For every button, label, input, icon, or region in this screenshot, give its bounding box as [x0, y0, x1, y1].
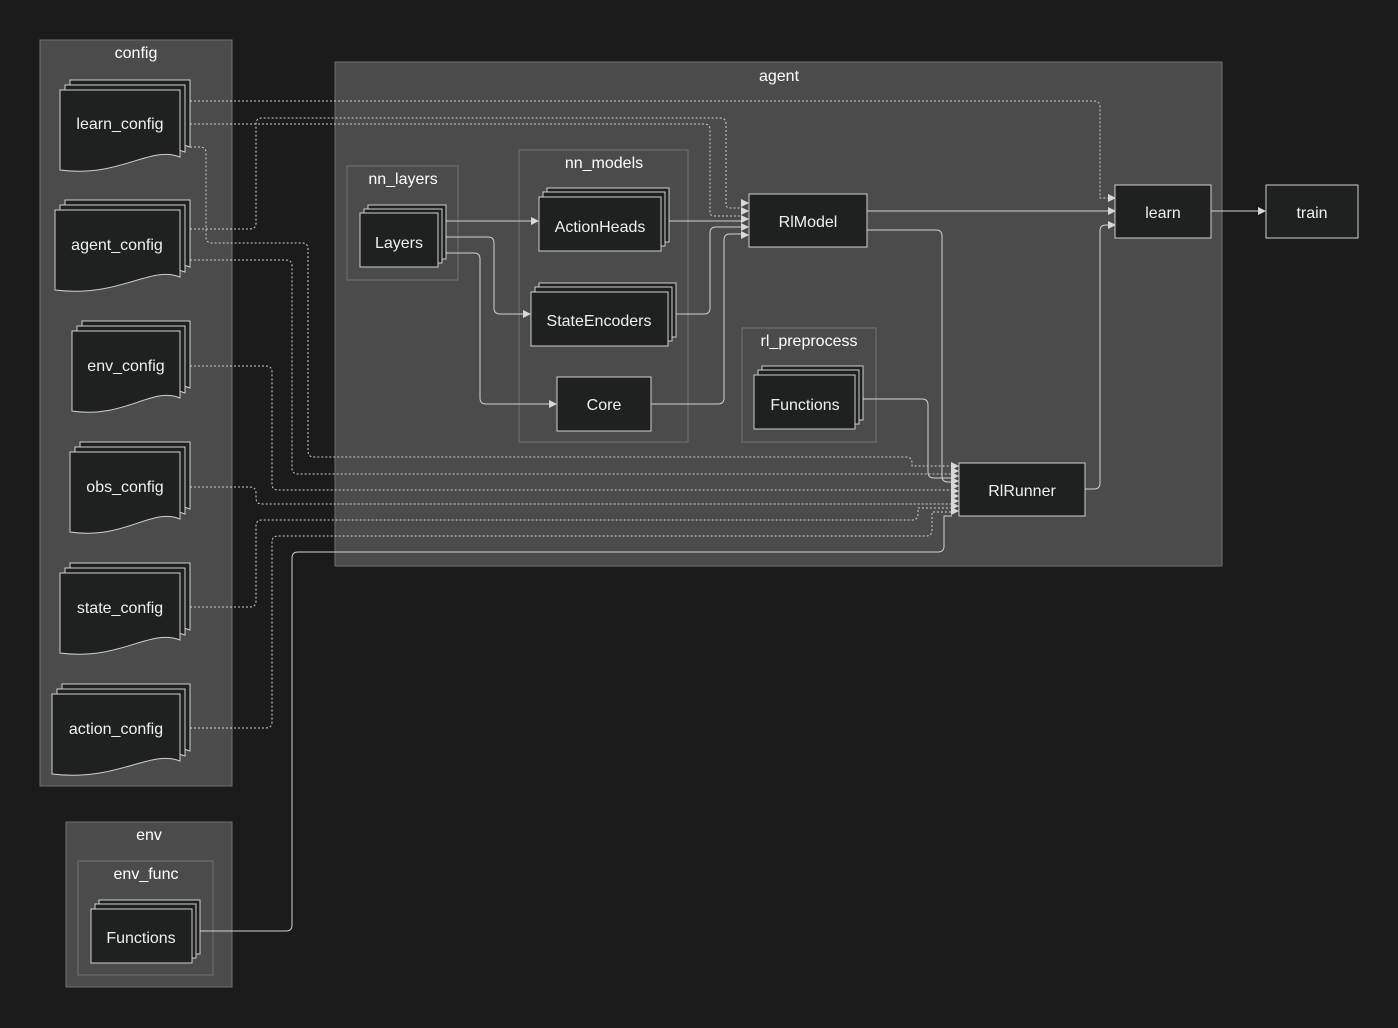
- node-actionheads[interactable]: ActionHeads: [538, 187, 670, 252]
- node-agent-config-label: agent_config: [71, 237, 163, 254]
- solid-edges: [200, 210, 1259, 932]
- edge-learn-config-to-rlmodel: [190, 123, 742, 217]
- node-layers-label: Layers: [375, 235, 423, 252]
- env-func-cluster: env_func: [77, 860, 214, 976]
- node-env-config[interactable]: env_config: [71, 320, 191, 413]
- node-learn[interactable]: learn: [1114, 184, 1212, 239]
- node-action-config[interactable]: action_config: [51, 683, 191, 776]
- edge-obs-config-to-rlrunner: [190, 486, 952, 505]
- node-state-config[interactable]: state_config: [59, 562, 191, 655]
- rl-preprocess-cluster: rl_preprocess: [741, 327, 877, 443]
- node-learn-config-label: learn_config: [76, 116, 163, 133]
- edge-rlrunner-to-learn: [1085, 224, 1109, 490]
- env-cluster-title: env: [136, 827, 162, 844]
- node-agent-config[interactable]: agent_config: [54, 199, 191, 292]
- node-stateencoders-label: StateEncoders: [547, 313, 652, 330]
- arrow-learn-in-3: [1108, 221, 1116, 229]
- node-learn-config[interactable]: learn_config: [59, 79, 191, 172]
- edge-layers-to-stateencoders: [446, 236, 524, 315]
- edge-env-functions-to-rlrunner: [200, 515, 952, 932]
- node-rlmodel-label: RlModel: [779, 214, 838, 231]
- node-functions-preprocess-label: Functions: [770, 397, 839, 414]
- node-learn-label: learn: [1145, 205, 1181, 222]
- nn-layers-cluster-title: nn_layers: [368, 171, 437, 188]
- node-layers[interactable]: Layers: [359, 204, 447, 268]
- dotted-edges: [190, 100, 1110, 729]
- node-train[interactable]: train: [1265, 184, 1359, 239]
- env-func-cluster-title: env_func: [114, 866, 179, 883]
- arrow-rlmodel-in-1: [741, 199, 749, 207]
- edge-rlmodel-to-rlrunner: [867, 229, 952, 483]
- node-rlrunner-label: RlRunner: [988, 483, 1056, 500]
- arrowheads: [523, 194, 1266, 515]
- node-functions-env-label: Functions: [106, 930, 175, 947]
- arrow-actionheads-in: [531, 217, 539, 225]
- node-train-label: train: [1296, 205, 1327, 222]
- node-rlrunner[interactable]: RlRunner: [958, 462, 1086, 517]
- node-core-label: Core: [587, 397, 622, 414]
- nn-models-cluster: nn_models: [518, 149, 689, 443]
- node-rlmodel[interactable]: RlModel: [748, 193, 868, 248]
- arrow-core-in: [549, 400, 557, 408]
- arrow-learn-in-2: [1108, 207, 1116, 215]
- arrow-train-in: [1258, 207, 1266, 215]
- edge-functions-to-rlrunner: [863, 398, 952, 479]
- edge-state-config-to-rlrunner: [190, 507, 952, 608]
- arrow-rlrunner-in-10: [951, 507, 959, 515]
- node-obs-config-label: obs_config: [86, 479, 163, 496]
- arrow-rlmodel-in-4: [741, 223, 749, 231]
- node-functions-env[interactable]: Functions: [90, 899, 201, 964]
- edge-layers-to-core: [446, 252, 550, 405]
- node-env-config-label: env_config: [87, 358, 164, 375]
- rl-preprocess-cluster-title: rl_preprocess: [761, 333, 858, 350]
- node-state-config-label: state_config: [77, 600, 163, 617]
- nn-layers-cluster: nn_layers: [346, 165, 459, 281]
- arrow-rlmodel-in-5: [741, 231, 749, 239]
- arrow-stateencoders-in: [523, 310, 531, 318]
- edge-action-config-to-rlrunner: [190, 511, 952, 729]
- arrow-learn-in-1: [1108, 194, 1116, 202]
- edge-agent-config-to-rlmodel: [190, 117, 742, 230]
- edge-core-to-rlmodel: [651, 233, 742, 405]
- edge-env-config-to-rlrunner: [190, 365, 952, 491]
- edge-stateencoders-to-rlmodel: [676, 226, 742, 315]
- arrow-rlmodel-in-3: [741, 215, 749, 223]
- config-cluster-title: config: [115, 45, 158, 62]
- node-obs-config[interactable]: obs_config: [69, 441, 191, 534]
- node-functions-preprocess[interactable]: Functions: [753, 365, 864, 430]
- nn-models-cluster-title: nn_models: [565, 155, 643, 172]
- node-core[interactable]: Core: [556, 376, 652, 432]
- edge-learn-config-to-rlrunner: [190, 146, 952, 467]
- node-action-config-label: action_config: [69, 721, 163, 738]
- arrow-rlmodel-in-2: [741, 207, 749, 215]
- agent-cluster-title: agent: [759, 68, 800, 85]
- edge-learn-config-to-learn: [190, 100, 1110, 199]
- node-stateencoders[interactable]: StateEncoders: [530, 282, 677, 347]
- node-actionheads-label: ActionHeads: [555, 219, 646, 236]
